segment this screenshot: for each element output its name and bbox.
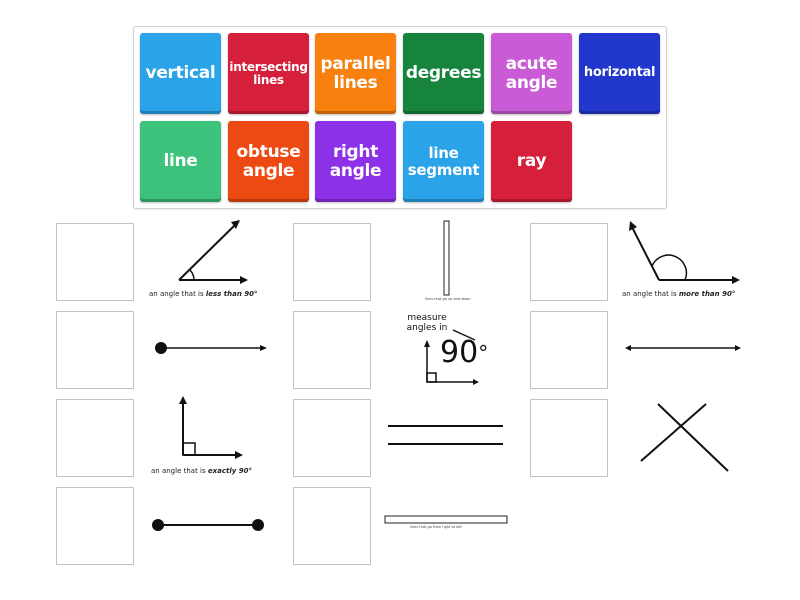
drop-slot-line-segment[interactable] [56, 487, 134, 565]
tile-ray[interactable]: ray [491, 121, 572, 202]
tile-horizontal[interactable]: horizontal [579, 33, 660, 114]
drop-slot-intersecting-lines[interactable] [530, 399, 608, 477]
right-angle-image [170, 393, 270, 463]
tile-line[interactable]: line [140, 121, 221, 202]
acute-angle-caption: an angle that is less than 90° [149, 290, 258, 298]
tile-right-angle[interactable]: right angle [315, 121, 396, 202]
measure-label-line2: angles in [406, 323, 448, 333]
drop-slot-ray[interactable] [56, 311, 134, 389]
intersecting-lines-image [638, 401, 730, 475]
drop-slot-line[interactable] [530, 311, 608, 389]
drop-slot-right-angle[interactable] [56, 399, 134, 477]
right-angle-caption: an angle that is exactly 90° [151, 467, 252, 475]
tile-vertical[interactable]: vertical [140, 33, 221, 114]
tile-obtuse-angle[interactable]: obtuse angle [228, 121, 309, 202]
obtuse-angle-caption: an angle that is more than 90° [622, 290, 736, 298]
measure-label: measure angles in [404, 313, 450, 333]
drop-slot-acute-angle[interactable] [56, 223, 134, 301]
acute-angle-image [134, 215, 284, 285]
parallel-lines-image [388, 422, 504, 448]
ray-image [150, 338, 270, 358]
horizontal-image [384, 515, 509, 525]
tile-line-segment[interactable]: line segment [403, 121, 484, 202]
drop-slot-vertical[interactable] [293, 223, 371, 301]
drop-slot-parallel-lines[interactable] [293, 399, 371, 477]
tile-intersecting-lines[interactable]: intersecting lines [228, 33, 309, 114]
tile-degrees[interactable]: degrees [403, 33, 484, 114]
tile-acute-angle[interactable]: acute angle [491, 33, 572, 114]
drop-slot-horizontal[interactable] [293, 487, 371, 565]
measure-label-line1: measure [407, 313, 447, 323]
tile-parallel-lines[interactable]: parallel lines [315, 33, 396, 114]
drop-slot-obtuse-angle[interactable] [530, 223, 608, 301]
line-segment-image [150, 515, 270, 535]
horizontal-caption: lines that go from right to left [410, 525, 462, 529]
obtuse-angle-image [620, 215, 750, 285]
ninety-degrees-label: 90° [440, 335, 489, 370]
vertical-caption: lines that go up and down [425, 297, 471, 301]
vertical-image [443, 220, 451, 296]
word-bank: vertical intersecting lines parallel lin… [133, 26, 667, 209]
line-image [624, 342, 744, 354]
drop-slot-degrees[interactable] [293, 311, 371, 389]
degrees-image [420, 320, 490, 390]
